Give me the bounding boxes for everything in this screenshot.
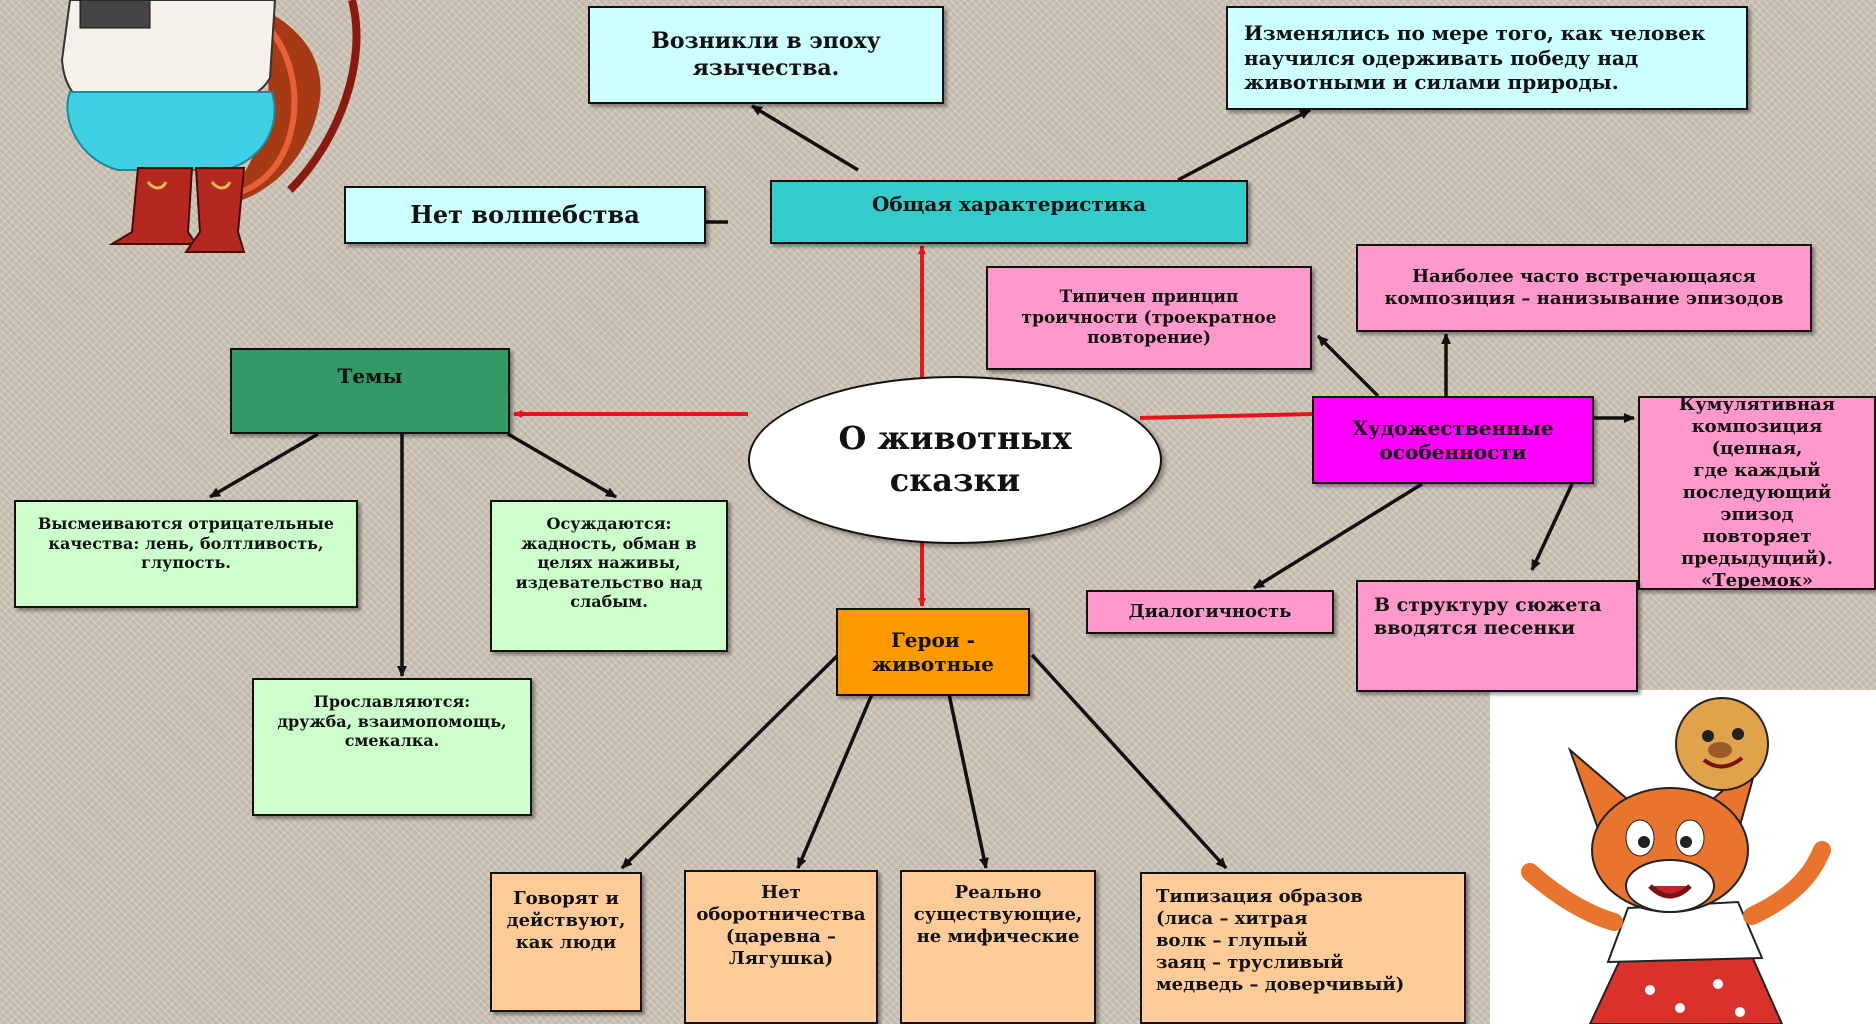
node-heroes: Герои - животные <box>836 608 1030 696</box>
node-typing: Типизация образов (лиса – хитрая волк – … <box>1140 872 1466 1024</box>
center-node: О животных сказки <box>748 376 1162 544</box>
arrow-to-triple <box>1316 334 1380 398</box>
fox-kolobok-illustration <box>1490 690 1876 1024</box>
node-artistic: Художественные особенности <box>1312 396 1594 484</box>
arrow-to-typing <box>1030 653 1228 870</box>
arrow-to-dialog <box>1253 482 1423 590</box>
node-cumulative: Кумулятивная композиция (цепная, где каж… <box>1638 394 1876 591</box>
node-no-magic: Нет волшебства <box>344 186 706 244</box>
arrow-to-pagan <box>751 104 859 172</box>
node-themes: Темы <box>230 348 510 434</box>
node-composition: Наиболее часто встречающаяся композиция … <box>1356 244 1812 332</box>
node-ridiculed: Высмеиваются отрицательные качества: лен… <box>14 500 358 608</box>
node-dialog: Диалогичность <box>1086 590 1334 634</box>
arrow-to-ridiculed <box>209 432 319 499</box>
node-triple: Типичен принцип троичности (троекратное … <box>986 266 1312 370</box>
node-songs: В структуру сюжета вводятся песенки <box>1356 580 1638 692</box>
cat-illustration <box>0 0 400 262</box>
node-glorified: Прославляются: дружба, взаимопомощь, сме… <box>252 678 532 816</box>
arrow-to-condemned <box>507 432 617 499</box>
arrow-to-changed <box>1177 108 1311 182</box>
node-pagan: Возникли в эпоху язычества. <box>588 6 944 104</box>
node-general: Общая характеристика <box>770 180 1248 244</box>
arrow-to-songs <box>1530 483 1574 571</box>
node-no-werewolf: Нет оборотничества (царевна – Лягушка) <box>684 870 878 1024</box>
node-real: Реально существующие, не мифические <box>900 870 1096 1024</box>
node-changed: Изменялись по мере того, как человек нау… <box>1226 6 1748 110</box>
arrow-to-talk <box>620 653 840 870</box>
node-condemned: Осуждаются: жадность, обман в целях нажи… <box>490 500 728 652</box>
arrow-to-no-werewolf <box>796 679 880 869</box>
arrow-to-real <box>944 679 989 869</box>
node-talk: Говорят и действуют, как люди <box>490 872 642 1012</box>
